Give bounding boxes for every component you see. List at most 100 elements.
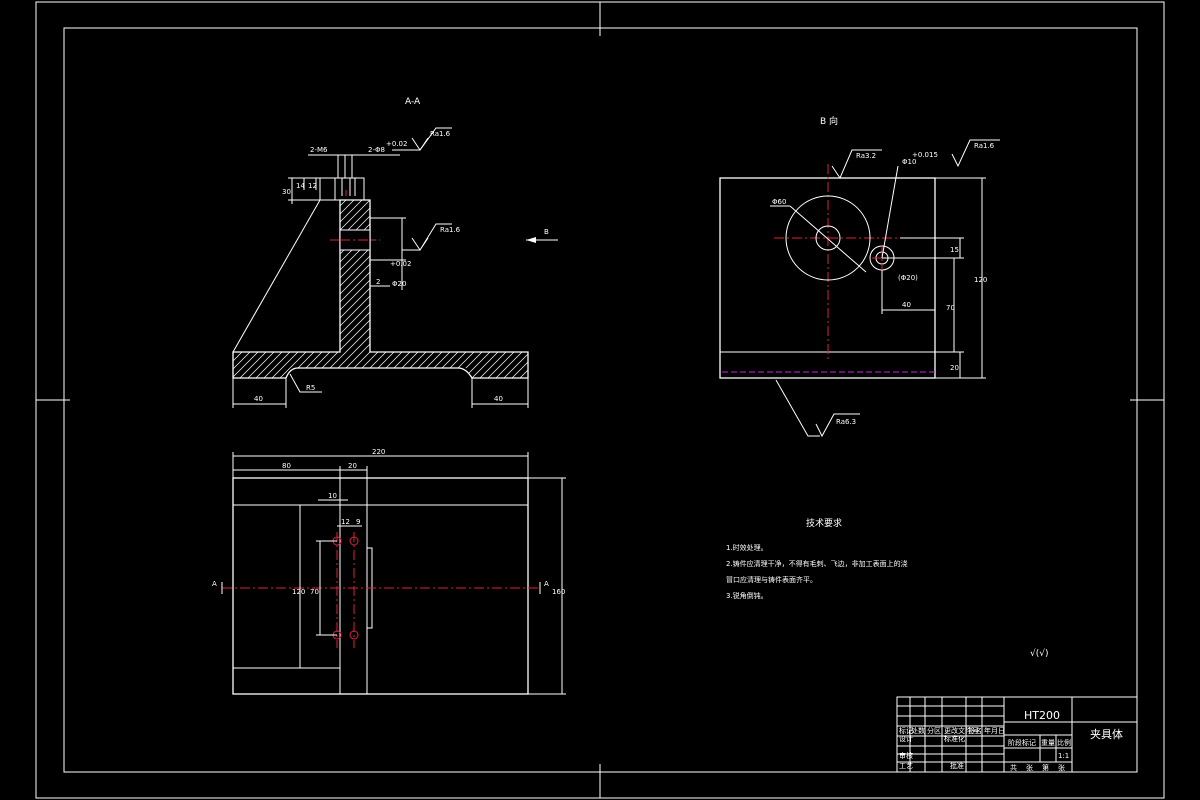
tech-line-2: 2.铸件应清理干净，不得有毛刺、飞边，非加工表面上的浇 [726, 559, 908, 568]
hatch-line [525, 200, 528, 378]
scale-label: 比例 [1057, 738, 1071, 747]
hole-br [349, 630, 359, 640]
title-block-frame [896, 696, 1138, 773]
d15-text: 15 [950, 246, 959, 254]
view-b: B 向 Φ60 Φ10 +0.015 (Φ20) Ra3.2 Ra1.6 120 [719, 115, 1000, 438]
hatch-line [233, 200, 253, 378]
rough-symbol-bore [402, 223, 452, 251]
tech-line-3: 冒口应清理与铸件表面齐平。 [726, 575, 817, 584]
dim-h12-text: 12 [308, 182, 317, 190]
big-bore [815, 225, 841, 251]
rough-bore-text: Ra1.6 [440, 226, 461, 234]
tb-label-process: 工艺 [899, 762, 913, 770]
right40-text: 40 [494, 395, 503, 403]
holes-m6: 2-M6 [310, 146, 328, 154]
part-name-text: 夹具体 [1090, 727, 1123, 741]
left40-text: 40 [254, 395, 263, 403]
holes-phi8: 2-Φ8 [368, 146, 385, 154]
rough-symbol-b-bottom [815, 413, 860, 438]
tech-line-4: 3.锐角倒钝。 [726, 591, 768, 600]
phi20-text: (Φ20) [898, 274, 918, 282]
phi-small-leader [881, 165, 899, 259]
tb-label-zone: 分区 [927, 726, 941, 735]
rough-symbol-b-top [831, 149, 882, 180]
tb-label-std: 标准化 [944, 734, 965, 743]
bore-tol-text: +0.02 [390, 260, 411, 268]
tech-title: 技术要求 [806, 517, 842, 529]
b-arrow-head [526, 237, 536, 243]
rough-top-text: Ra1.6 [430, 130, 451, 138]
hatch-line [233, 200, 261, 378]
phi60-leader [789, 205, 867, 273]
rib-line [232, 199, 321, 353]
plan-view: A A 220 80 20 10 12 9 120 70 160 [212, 448, 566, 695]
d20-text: 20 [950, 364, 959, 372]
section-title: A-A [405, 97, 421, 107]
r5-text: R5 [306, 384, 315, 392]
scale-text: 1:1 [1058, 752, 1069, 760]
dim-h30-text: 30 [282, 188, 291, 196]
outer-frame [35, 1, 1165, 799]
title-block: HT200 夹具体 1:1 阶段标记 重量 比例 共 张 第 张 标记 处数 分… [896, 696, 1138, 773]
phi60-text: Φ60 [772, 198, 786, 206]
h70-text: 70 [310, 588, 319, 596]
hatch-line [517, 200, 528, 378]
hatch-line [38, 190, 228, 380]
phi-small-tol: +0.015 [912, 151, 938, 159]
plan-outline [232, 477, 529, 695]
tb-label-design: 设计 [899, 734, 913, 743]
h120-text: 120 [292, 588, 305, 596]
roughness-note: √(√) [1030, 648, 1049, 659]
rough-b-bottom-text: Ra6.3 [836, 418, 856, 426]
dim-h14-text: 14 [296, 182, 305, 190]
hatch-line [233, 200, 237, 378]
tb-label-review: 审核 [899, 751, 913, 760]
stage-label: 阶段标记 [1008, 738, 1036, 747]
hatch-line [233, 200, 245, 378]
hatch-line [550, 190, 740, 380]
rough-b-top-text: Ra3.2 [856, 152, 876, 160]
page-label: 第 [1042, 763, 1049, 772]
d120-text: 120 [974, 276, 987, 284]
gap-text: 2 [376, 278, 380, 286]
sheet-label-1: 张 [1026, 763, 1033, 772]
w20-text: 20 [348, 462, 357, 470]
d70-text: 70 [946, 304, 955, 312]
tb-label-approve: 批准 [950, 761, 964, 770]
w10-text: 10 [328, 492, 337, 500]
tech-requirements: 技术要求 1.时效处理。 2.铸件应清理干净，不得有毛刺、飞边，非加工表面上的浇… [726, 517, 1049, 659]
tb-label-change: 更改文件号 [944, 726, 979, 735]
phi-tol: +0.02 [386, 140, 407, 148]
b-label: B [544, 228, 549, 236]
rough-symbol-top [411, 127, 452, 151]
tb-label-count: 处数 [911, 726, 925, 735]
rough-symbol-b-right [951, 139, 1000, 168]
tb-label-mark: 标记 [899, 726, 913, 735]
rough-b-right-text: Ra1.6 [974, 142, 995, 150]
hatch-line [509, 200, 528, 378]
view-b-arrow: B [526, 228, 558, 243]
hatch-line [534, 190, 724, 380]
weight-label: 重量 [1041, 739, 1055, 747]
phi-small-text: Φ10 [902, 158, 916, 166]
w12-text: 12 [341, 518, 350, 526]
tb-label-date: 年月日 [984, 726, 1005, 735]
view-b-title: B 向 [820, 115, 838, 127]
section-view-a-a: A-A Ra1.6 2-M6 2-Φ8 +0.02 [30, 97, 740, 408]
hatch-line [501, 200, 528, 378]
hole-tr [349, 536, 359, 546]
a-mark-right-text: A [544, 580, 549, 588]
h160-text: 160 [552, 588, 565, 596]
w9-text: 9 [356, 518, 360, 526]
rough-b-bottom-leader [775, 379, 820, 437]
hatch-line [30, 190, 220, 380]
d40-text: 40 [902, 301, 911, 309]
a-mark-left-text: A [212, 580, 217, 588]
sheet-label-2: 张 [1058, 763, 1065, 772]
w220-text: 220 [372, 448, 385, 456]
big-circle [785, 195, 871, 281]
total-label: 共 [1010, 763, 1017, 772]
tech-line-1: 1.时效处理。 [726, 543, 768, 552]
r5-leader [289, 373, 322, 393]
